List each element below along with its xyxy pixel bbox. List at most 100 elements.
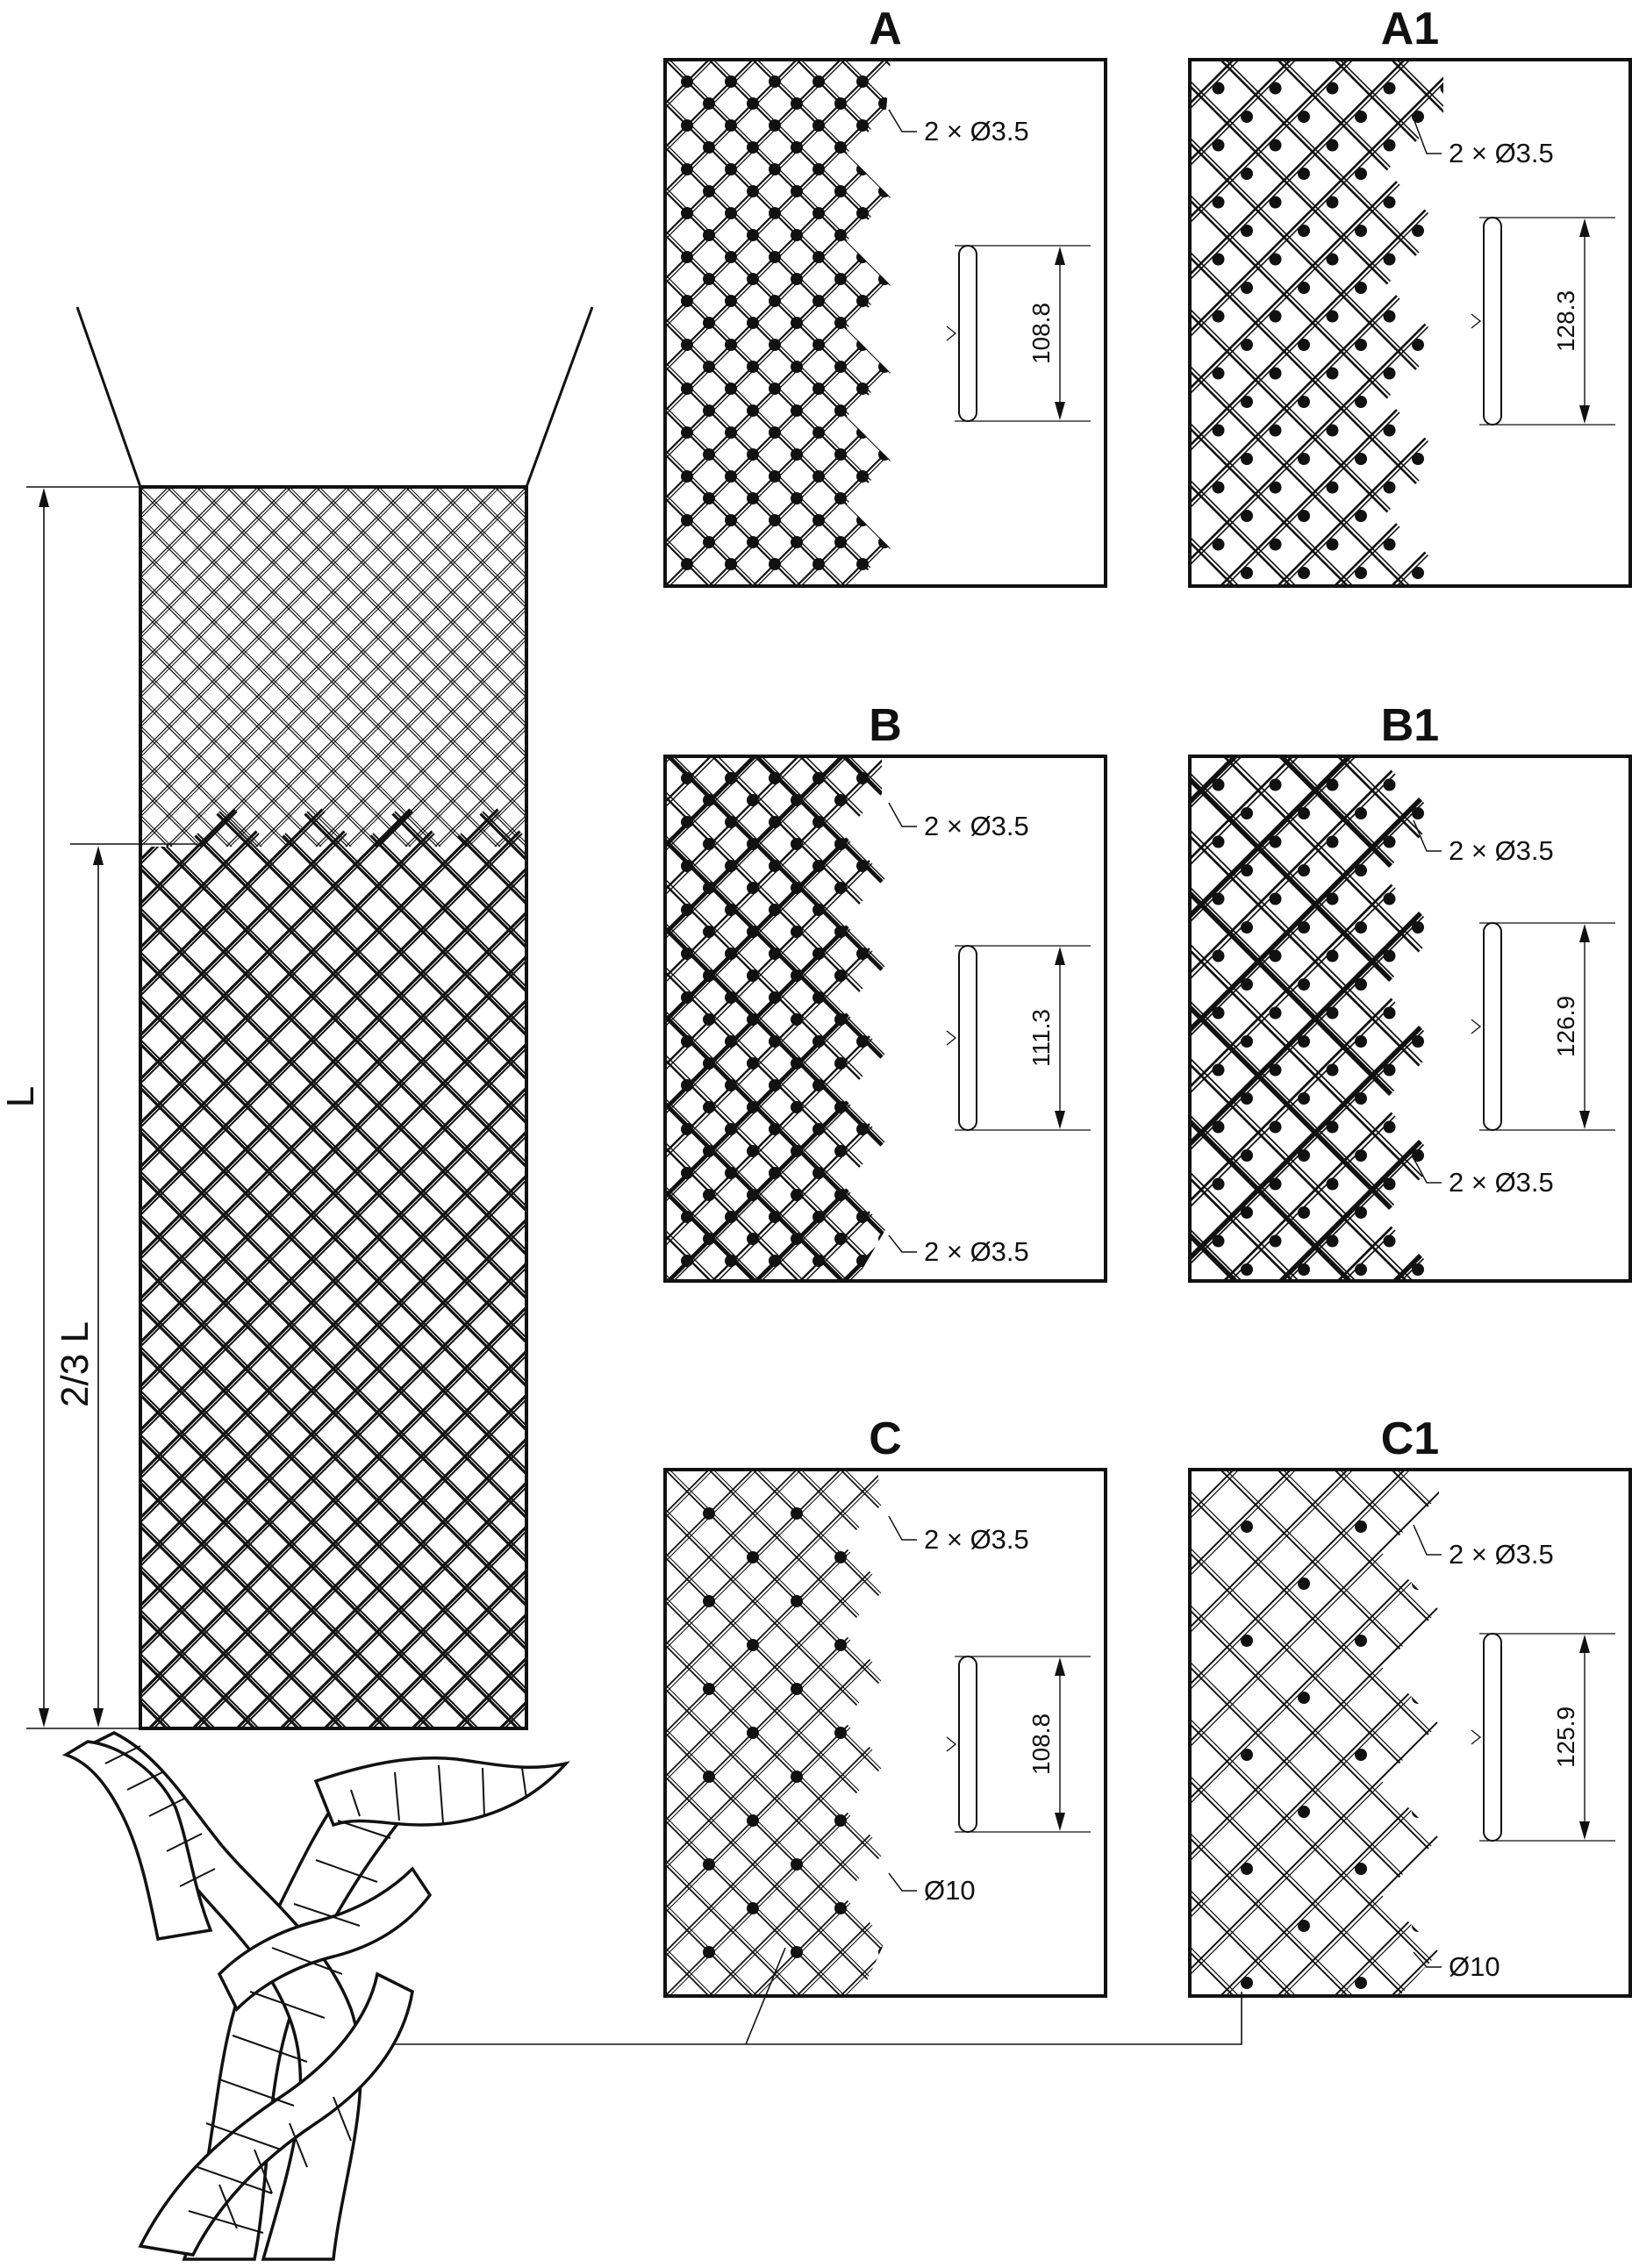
knot — [1269, 1006, 1282, 1020]
knot — [725, 75, 737, 88]
mesh-twine — [1282, 1470, 1439, 1996]
mesh-twine — [140, 803, 216, 1728]
mesh-twine — [140, 803, 526, 1728]
knot — [1326, 196, 1339, 209]
rope-strand — [148, 1798, 185, 1817]
mesh-twine — [140, 487, 262, 609]
mesh-twine — [137, 60, 663, 586]
mesh-twine — [1190, 1470, 1439, 1996]
knot — [922, 492, 934, 504]
mesh-twine — [665, 60, 710, 586]
knot — [1412, 567, 1424, 579]
mesh-twine — [1190, 756, 1356, 1281]
twine-dimension-value: 126.9 — [1552, 996, 1579, 1057]
knot — [922, 882, 934, 894]
knot — [922, 361, 934, 373]
mesh-twine — [712, 1470, 886, 1996]
mesh-twine — [142, 60, 669, 586]
knot — [725, 948, 737, 960]
mesh-twine — [665, 756, 805, 1281]
mesh-twine — [1190, 1470, 1439, 1996]
twine-dimension: 128.3 — [1471, 217, 1615, 426]
knot — [681, 558, 693, 570]
mesh-twine — [717, 756, 886, 1281]
twine-dimension: 126.9 — [1471, 922, 1615, 1131]
knot — [1212, 367, 1225, 380]
rope-strand — [104, 1745, 141, 1764]
knot — [1326, 481, 1339, 494]
knot — [725, 816, 737, 828]
mesh-twine — [147, 803, 526, 1728]
mesh-twine — [140, 756, 665, 1281]
knot — [1241, 510, 1253, 522]
mesh-twine — [140, 803, 526, 1728]
knot — [1298, 1920, 1310, 1932]
mesh-twine — [1572, 756, 1632, 1281]
knot — [922, 1013, 934, 1026]
mesh-twine — [140, 803, 347, 1728]
mesh-twine — [0, 790, 123, 1728]
net-upper-section — [0, 487, 526, 847]
panel-title: C — [869, 1413, 902, 1464]
knot — [1383, 1177, 1396, 1191]
knot — [900, 1255, 913, 1267]
mesh-twine — [140, 803, 526, 1728]
mesh-twine — [0, 487, 49, 847]
mesh-twine — [650, 60, 1177, 586]
mesh-twine — [140, 755, 233, 847]
knot — [1412, 453, 1424, 465]
knot — [791, 1507, 803, 1520]
mesh-twine — [169, 487, 526, 844]
knot — [747, 926, 759, 938]
knot — [856, 1123, 869, 1135]
rope-strand — [188, 2210, 264, 2234]
mesh-twine — [0, 487, 109, 847]
knot — [1412, 1806, 1424, 1818]
mesh-twine — [140, 549, 438, 847]
knot — [834, 492, 847, 504]
mesh-twine — [665, 756, 673, 1281]
mesh-twine — [166, 487, 526, 847]
knot — [922, 926, 934, 938]
panel-title: A1 — [1381, 4, 1439, 54]
knot — [878, 838, 886, 850]
mesh-twine — [1190, 1470, 1292, 1996]
mesh-twine — [140, 803, 526, 1728]
mesh-twine — [0, 60, 358, 586]
mesh-twine — [140, 803, 256, 1728]
knot — [1298, 567, 1310, 579]
mesh-twine — [375, 695, 526, 847]
dimension-two-thirds-length — [70, 843, 197, 1728]
rope-strand — [179, 1868, 216, 1887]
knot — [747, 1057, 759, 1070]
knot — [834, 141, 847, 154]
mesh-twine — [140, 576, 412, 847]
callout-label: 2 × Ø3.5 — [924, 1236, 1029, 1267]
knot — [725, 251, 737, 263]
mesh-twine — [140, 803, 260, 1728]
mesh-twine — [140, 803, 526, 1728]
mesh-twine — [1190, 1470, 1439, 1996]
knot — [1269, 892, 1282, 905]
mesh-twine — [140, 803, 344, 1728]
knot — [703, 1683, 715, 1695]
mesh-twine — [1190, 60, 1354, 586]
callout-leader — [888, 1234, 917, 1253]
mesh-twine — [977, 60, 1503, 586]
knot — [681, 383, 693, 395]
knot — [769, 1123, 781, 1135]
knot — [1269, 481, 1282, 494]
knot — [1412, 807, 1424, 819]
mesh-twine — [370, 1470, 897, 1996]
mesh-twine — [140, 818, 169, 847]
mesh-twine — [240, 803, 526, 1728]
knot — [1355, 1520, 1367, 1533]
twine-dimension: 108.8 — [946, 1656, 1091, 1833]
knot — [1298, 453, 1310, 465]
knot — [922, 448, 934, 461]
knot — [1241, 1863, 1253, 1875]
knot — [834, 448, 847, 461]
mesh-twine — [348, 487, 526, 665]
mesh-twine — [655, 60, 1182, 586]
knot — [1212, 1234, 1225, 1248]
